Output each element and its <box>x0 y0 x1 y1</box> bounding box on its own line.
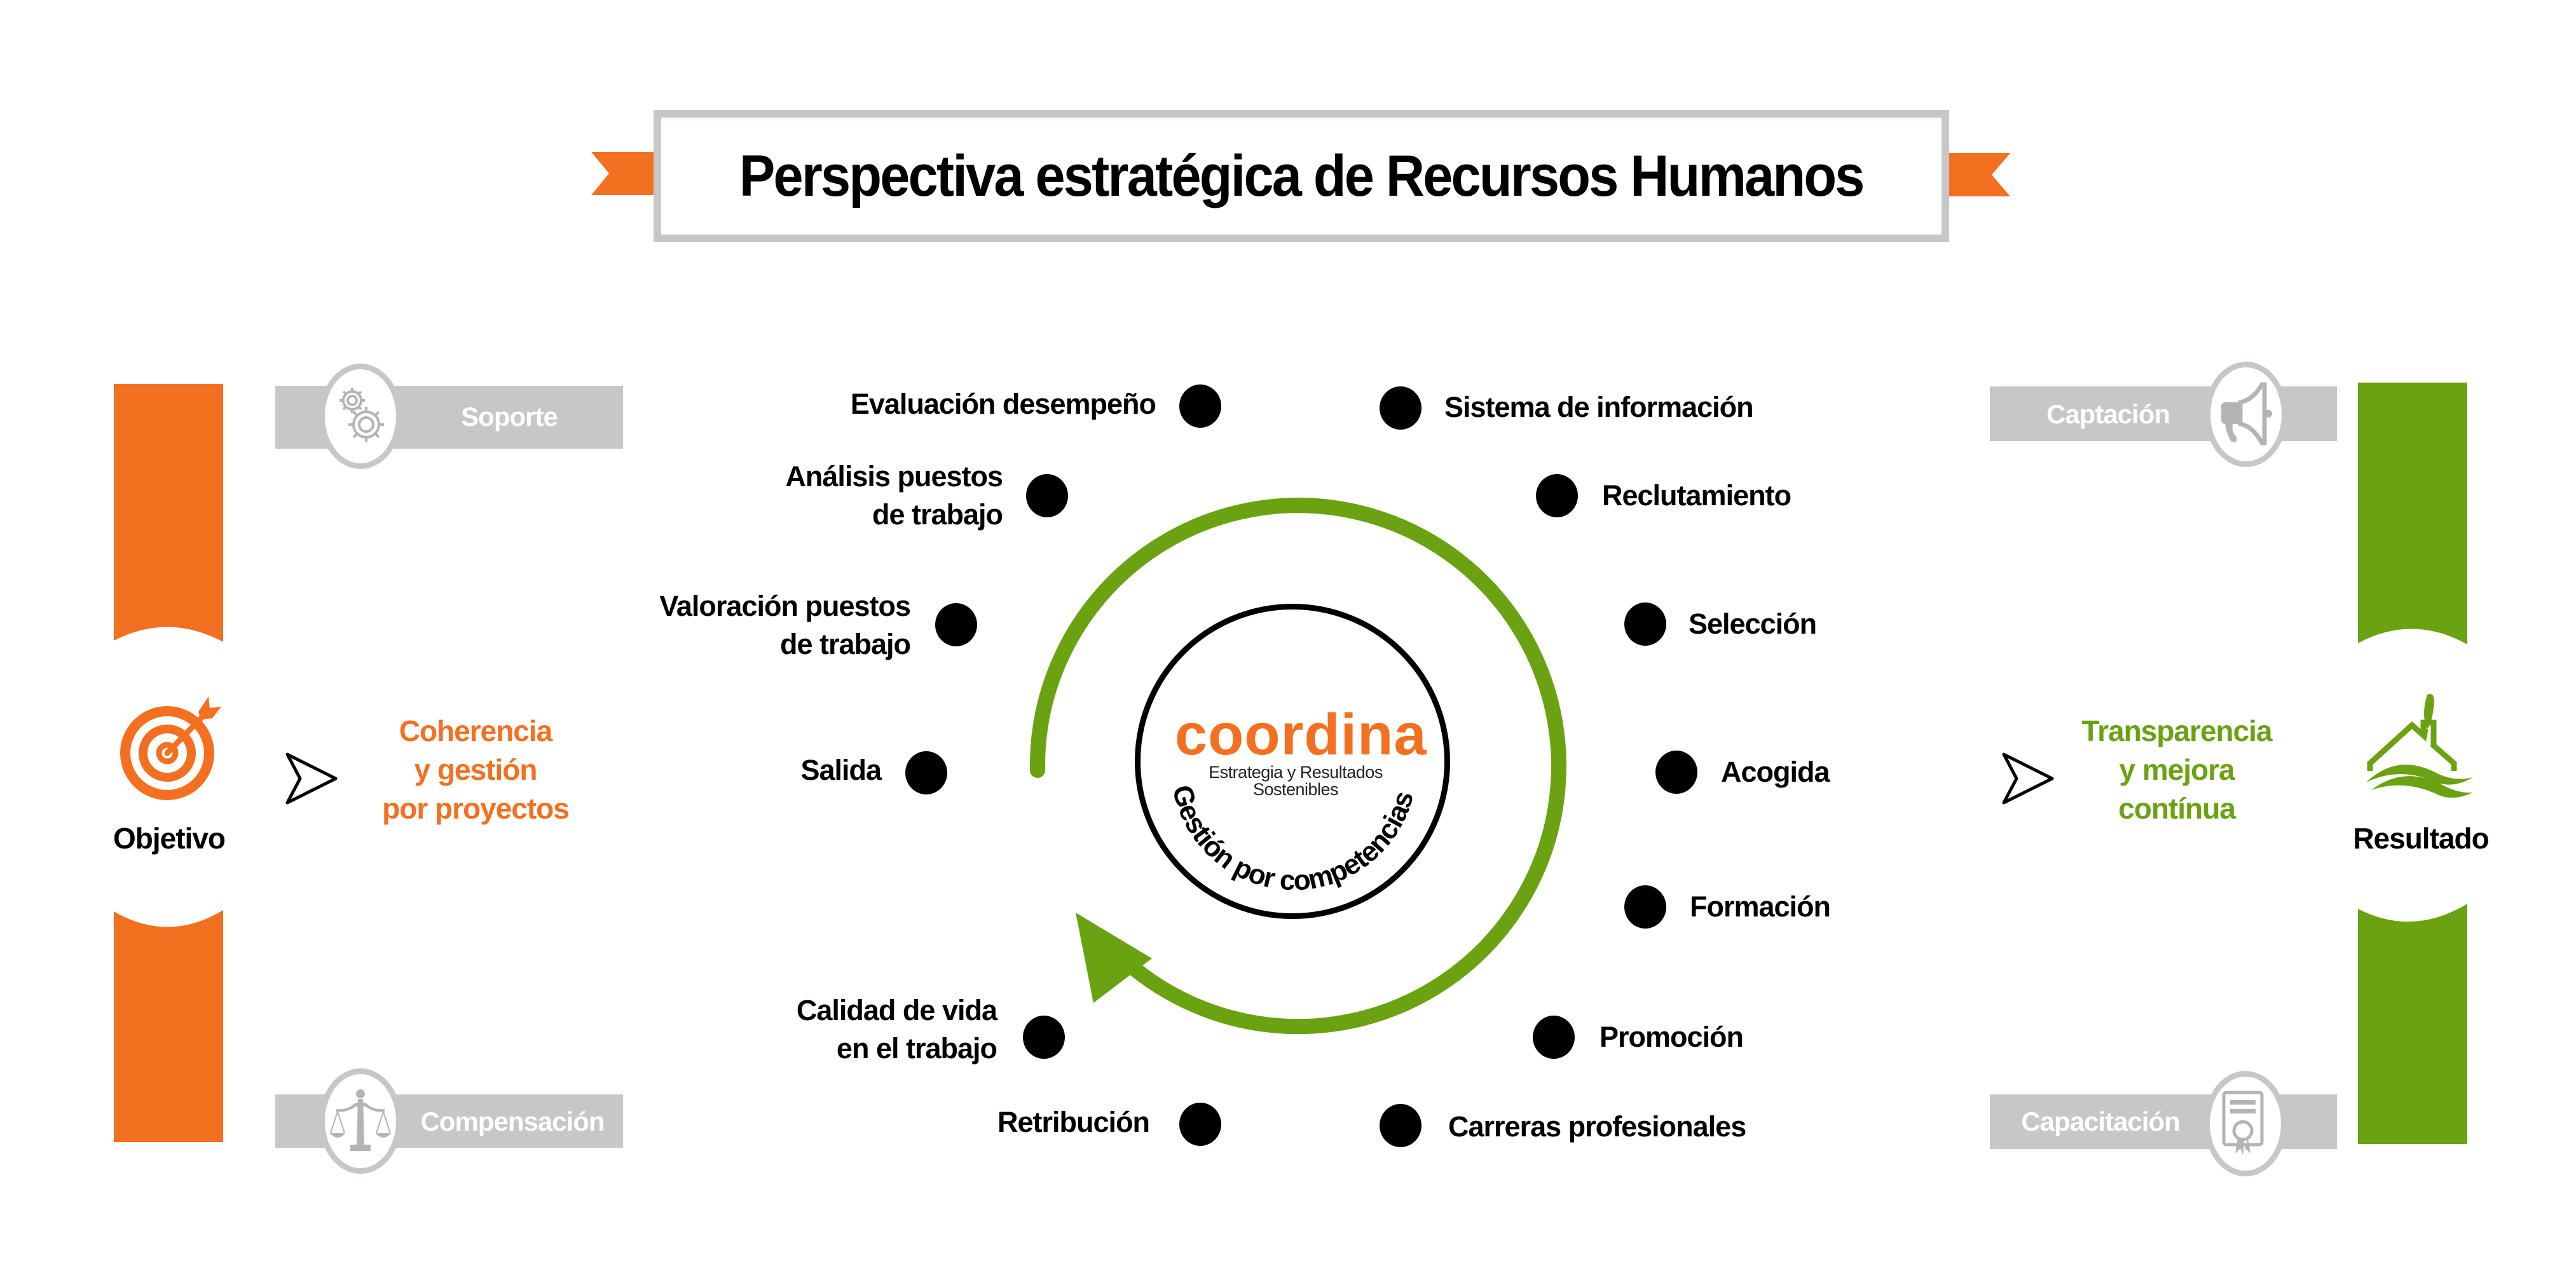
item-dot <box>1655 751 1697 794</box>
coordina-logo: coordina Estrategia y Resultados Sosteni… <box>1175 702 1427 799</box>
result-pillar <box>2358 383 2467 1144</box>
recruitment-label: Captación <box>2046 399 2170 429</box>
recruitment-icon-badge <box>2205 362 2287 467</box>
svg-text:Gestión por competencias: Gestión por competencias <box>1166 782 1420 896</box>
ring-text: Gestión por competencias <box>1166 782 1420 896</box>
ring-text-path: Gestión por competencias <box>1166 782 1420 896</box>
item-job-analysis: Análisis puestos de trabajo <box>785 460 1003 531</box>
cycle-arrow-icon <box>1029 498 1566 1035</box>
item-dot <box>1179 385 1221 428</box>
result-statement: Transparencia y mejora contínua <box>2081 712 2273 828</box>
item-onboarding: Acogida <box>1721 756 1830 788</box>
objective-statement: Coherencia y gestión por proyectos <box>382 712 570 828</box>
item-dot <box>905 751 947 794</box>
objective-label: Objetivo <box>113 822 226 855</box>
statement-line: y mejora <box>2119 753 2235 786</box>
scales-icon <box>330 1089 391 1151</box>
gears-icon <box>339 388 384 442</box>
item-dot <box>1380 1104 1422 1147</box>
target-icon <box>120 697 221 800</box>
item-quality-of-life: Calidad de vida en el trabajo <box>796 994 997 1065</box>
item-information-system: Sistema de información <box>1444 391 1754 423</box>
item-dot <box>1026 474 1068 517</box>
item-dot <box>1624 885 1666 929</box>
item-dot <box>1023 1016 1065 1059</box>
title-box: Perspectiva estratégica de Recursos Huma… <box>654 110 1949 242</box>
center-logo-circle <box>1135 604 1450 919</box>
title-ribbon-left <box>591 152 655 195</box>
item-job-valuation: Valoración puestos de trabajo <box>659 590 911 660</box>
megaphone-icon <box>2221 382 2272 446</box>
item-dot <box>1533 1016 1575 1059</box>
statement-line: por proyectos <box>382 792 570 825</box>
objective-pillar <box>114 384 223 1142</box>
item-career-paths: Carreras profesionales <box>1448 1110 1746 1143</box>
item-training: Formación <box>1690 890 1831 923</box>
support-icon-badge <box>319 364 402 469</box>
statement-line: Coherencia <box>399 714 553 747</box>
item-compensation: Retribución <box>997 1106 1150 1138</box>
item-dot <box>1536 474 1578 517</box>
chevron-right-outline-icon <box>2002 752 2054 805</box>
item-dot <box>1624 602 1666 646</box>
training-icon-badge <box>2204 1071 2287 1176</box>
item-exit: Salida <box>800 754 882 786</box>
item-dot <box>1179 1103 1221 1146</box>
training-label: Capacitación <box>2021 1106 2180 1136</box>
item-dot <box>935 603 977 646</box>
page-title: Perspectiva estratégica de Recursos Huma… <box>739 143 1865 208</box>
item-recruitment: Reclutamiento <box>1602 479 1792 512</box>
compensation-icon-badge <box>319 1068 402 1174</box>
statement-line: contínua <box>2118 792 2236 825</box>
logo-word: coordina <box>1175 702 1427 767</box>
statement-line: y gestión <box>414 753 538 786</box>
item-selection: Selección <box>1689 608 1817 640</box>
title-ribbon-right <box>1948 153 2010 196</box>
support-label: Soporte <box>461 402 558 432</box>
eco-house-icon <box>2366 693 2473 798</box>
logo-tagline: Estrategia y Resultados Sostenibles <box>1209 763 1383 799</box>
statement-line: Transparencia <box>2081 714 2273 747</box>
item-evaluation: Evaluación desempeño <box>850 388 1156 420</box>
certificate-icon <box>2222 1091 2264 1155</box>
chevron-right-outline-icon <box>285 752 338 805</box>
result-label: Resultado <box>2353 822 2489 855</box>
compensation-label: Compensación <box>420 1106 605 1136</box>
item-promotion: Promoción <box>1600 1021 1744 1053</box>
item-dot <box>1380 386 1422 430</box>
